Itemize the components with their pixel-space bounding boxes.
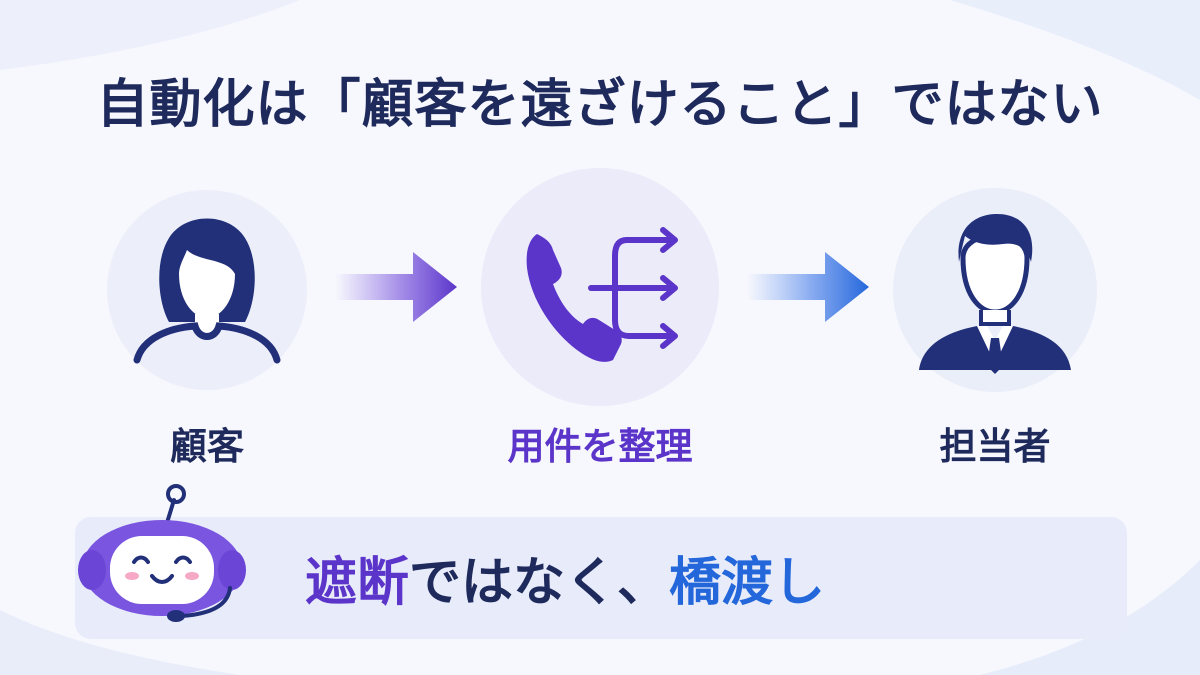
flow-arrow-1 [335,252,457,322]
customer-node [107,190,307,390]
flow-arrow-2 [747,252,869,322]
banner-word-bridge: 橋渡し [669,553,826,613]
phone-routing-icon [526,227,678,362]
banner-word-block: 遮断 [305,553,410,613]
banner-message: 遮断ではなく、橋渡し [305,540,825,615]
robot-mascot-icon [78,484,246,622]
page-title: 自動化は「顧客を遠ざけること」ではない [96,75,1104,135]
woman-avatar-icon [133,218,281,364]
customer-label: 顧客 [170,425,244,468]
routing-label: 用件を整理 [507,425,693,468]
staff-label: 担当者 [939,425,1051,468]
businessman-avatar-icon [919,214,1071,374]
routing-node [481,168,719,406]
banner-word-not: ではなく、 [409,553,670,613]
message-banner [75,517,1127,639]
staff-node [893,188,1097,392]
